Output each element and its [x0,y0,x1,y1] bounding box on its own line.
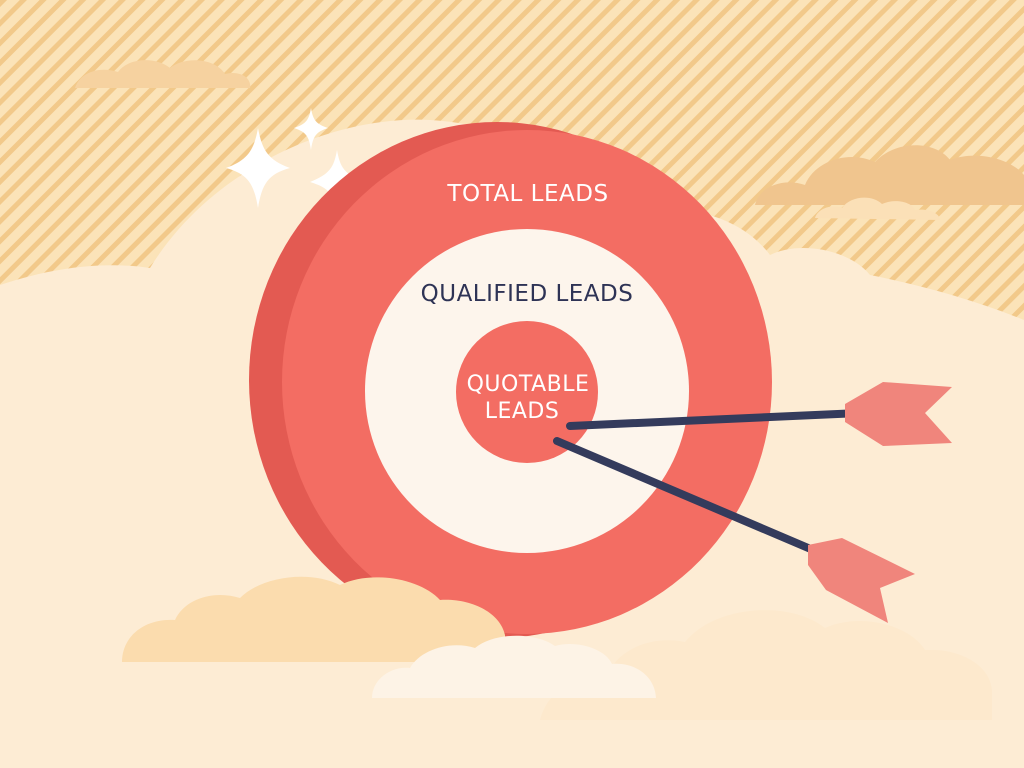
cloud-top-right [755,145,1024,205]
qualified-leads-label: QUALIFIED LEADS [421,281,634,307]
cloud-bottom-left [122,576,505,662]
sparkle-icon [226,108,364,215]
quotable-leads-label-line2: LEADS [485,399,560,424]
cloud-right-small [815,197,940,220]
arrow-icon [566,382,952,446]
total-leads-label: TOTAL LEADS [446,181,608,207]
cloud-top-left [75,60,251,88]
arrow-icon [553,437,915,623]
target-bullseye [456,321,598,463]
quotable-leads-label-line1: QUOTABLE [467,372,590,397]
cloud-bottom-center [372,635,656,698]
